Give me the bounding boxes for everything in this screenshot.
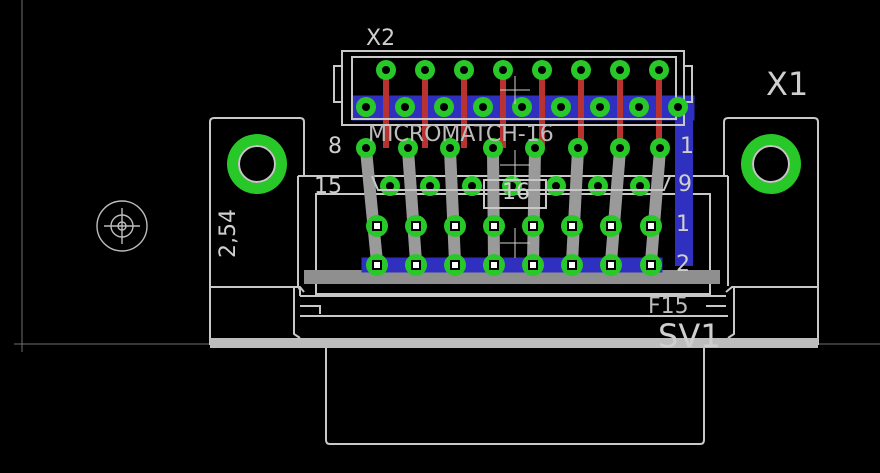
gray-trace-stubs[interactable] <box>360 149 666 263</box>
sv1-pads[interactable] <box>366 215 662 276</box>
top-layer-traces[interactable] <box>383 70 662 148</box>
origin-crosshairs <box>500 76 530 258</box>
x2-pin1-label: 1 <box>680 134 694 159</box>
x2-name-label: X2 <box>366 26 396 51</box>
sv1-value-label: F15 <box>648 294 689 319</box>
x1-dsub-outline[interactable] <box>209 117 819 445</box>
x1-name-label: X1 <box>766 65 809 103</box>
x1-board-edge-rail <box>210 338 818 348</box>
pitch-label: 2,54 <box>216 209 241 258</box>
x1-mounting-holes[interactable] <box>227 134 801 194</box>
x2-pin8-label: 8 <box>328 134 342 159</box>
sv1-pin16-label: 16 <box>502 180 530 205</box>
x2-value-label: MICROMATCH-16 <box>368 122 554 147</box>
sv1-row2-label: 2 <box>676 252 690 277</box>
sv1-row1-label: 1 <box>676 212 690 237</box>
x2-pads[interactable] <box>356 60 688 117</box>
sv1-name-label: SV1 <box>658 317 721 355</box>
sv1-pin9-label: 9 <box>678 172 692 197</box>
x2-outline[interactable] <box>333 50 693 126</box>
sv1-pin15-label: 15 <box>314 174 342 199</box>
fiducial-symbol <box>96 200 148 252</box>
